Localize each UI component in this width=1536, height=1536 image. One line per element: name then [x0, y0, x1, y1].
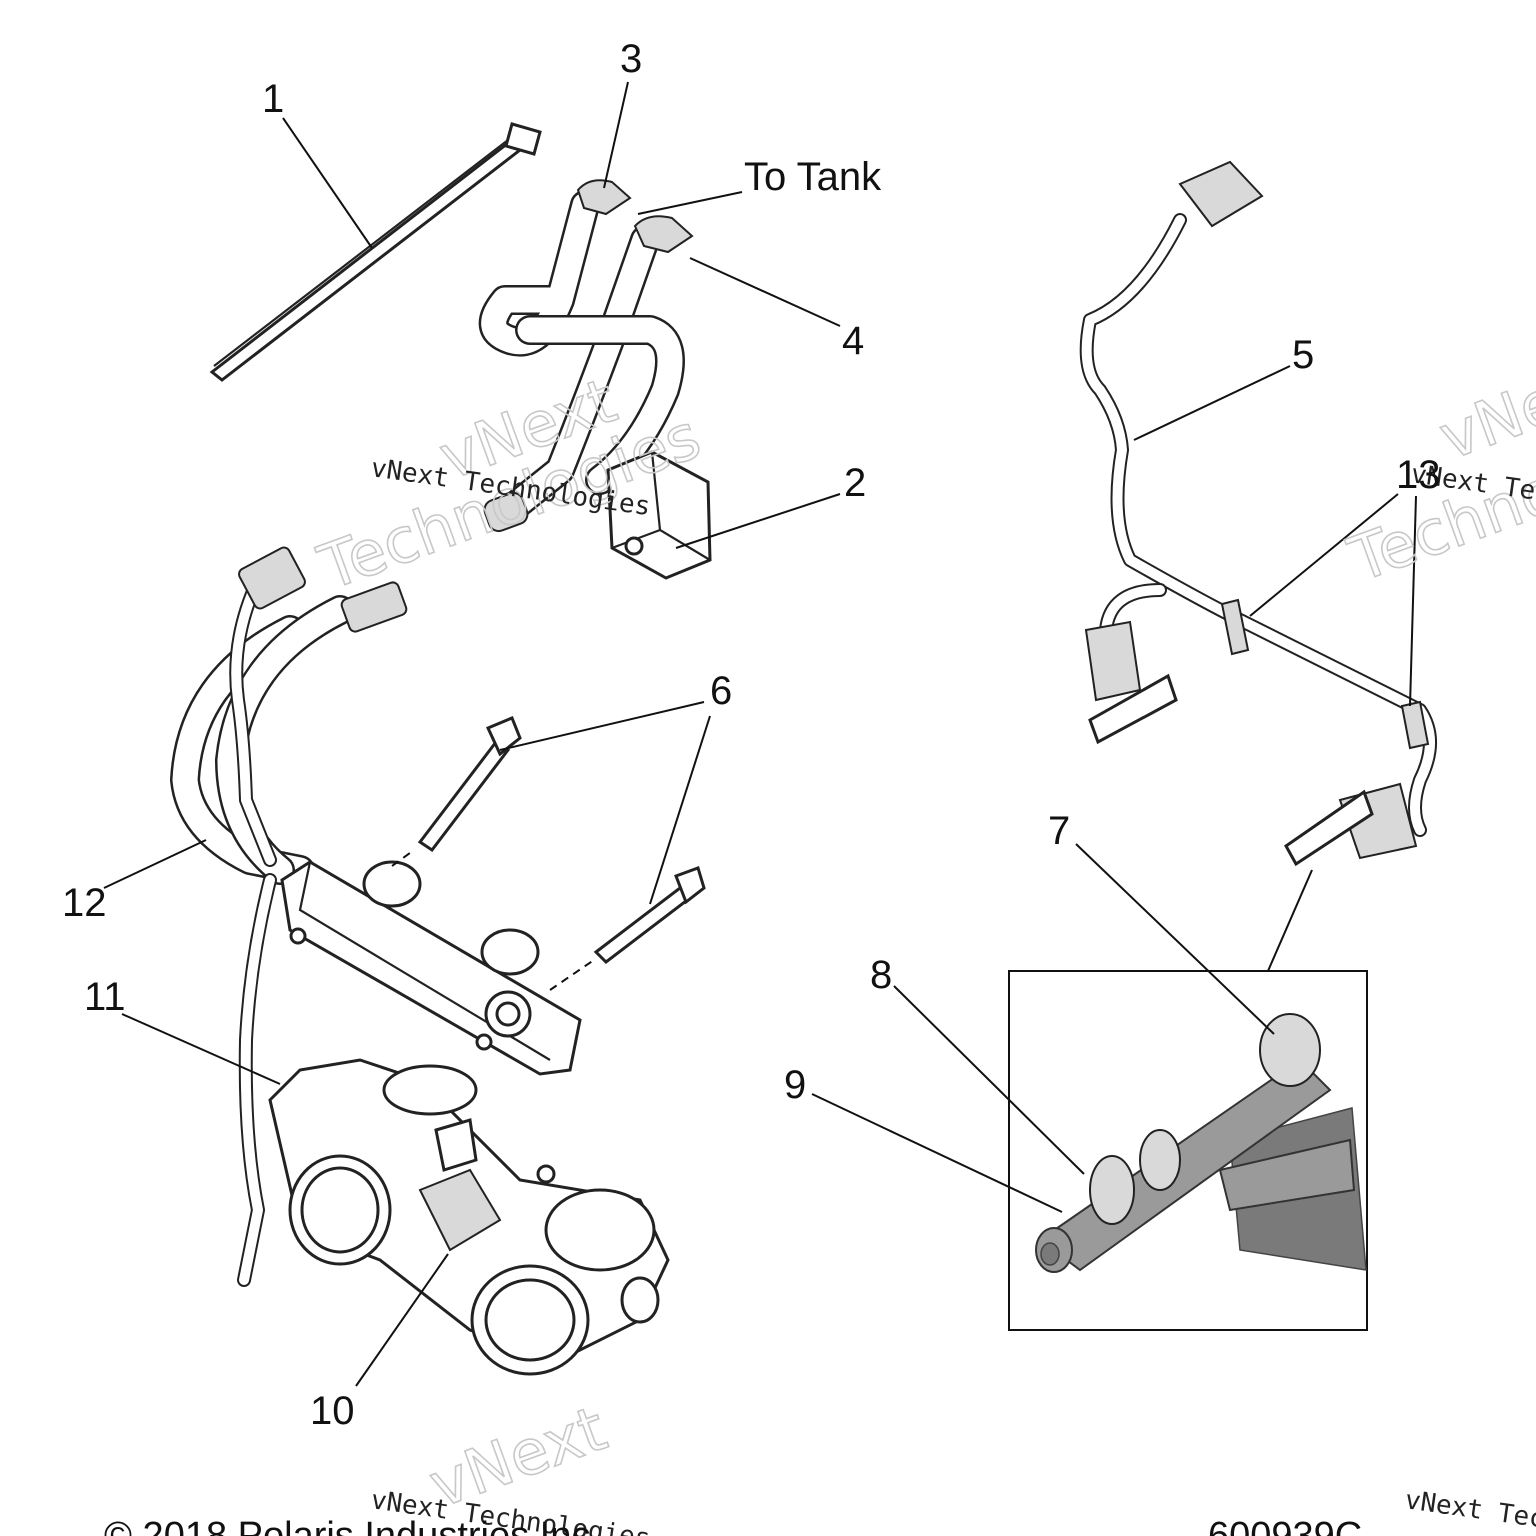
- fuel-line-assembly: [478, 179, 694, 533]
- callout-11: 11: [84, 975, 126, 1019]
- callout-8: 8: [870, 953, 892, 997]
- injector-detail-inset: [1008, 869, 1368, 1331]
- to-tank-note: To Tank: [744, 155, 882, 199]
- watermark-line1-right: vNext: [1430, 344, 1536, 475]
- bolt-parts: [391, 716, 706, 991]
- mounting-bracket-part: [606, 450, 712, 580]
- leader-lines: [103, 81, 1417, 1387]
- callout-labels: 1 2 3 4 5 6 7 8 9 10 11 12 13 To Tank: [62, 37, 1441, 1433]
- watermark-small-bottom-right: vNext Technologies: [1403, 1485, 1536, 1536]
- callout-4: 4: [842, 319, 864, 363]
- callout-1: 1: [262, 77, 284, 121]
- callout-12: 12: [62, 881, 107, 925]
- footer: © 2018 Polaris Industries Inc. 600939C: [104, 1515, 1362, 1536]
- cable-tie-part: [209, 122, 542, 382]
- callout-5: 5: [1292, 333, 1314, 377]
- throttle-body-assembly: [237, 873, 670, 1376]
- callout-2: 2: [844, 461, 866, 505]
- callout-10: 10: [310, 1389, 355, 1433]
- copyright-text: © 2018 Polaris Industries Inc.: [104, 1515, 601, 1536]
- figure-id: 600939C: [1208, 1515, 1362, 1536]
- callout-6: 6: [710, 669, 732, 713]
- callout-3: 3: [620, 37, 642, 81]
- callout-7: 7: [1048, 809, 1070, 853]
- injector-harness-assembly: [1079, 160, 1437, 867]
- fuel-rail-assembly: [170, 546, 582, 1076]
- callout-9: 9: [784, 1063, 806, 1107]
- callout-13: 13: [1396, 453, 1441, 497]
